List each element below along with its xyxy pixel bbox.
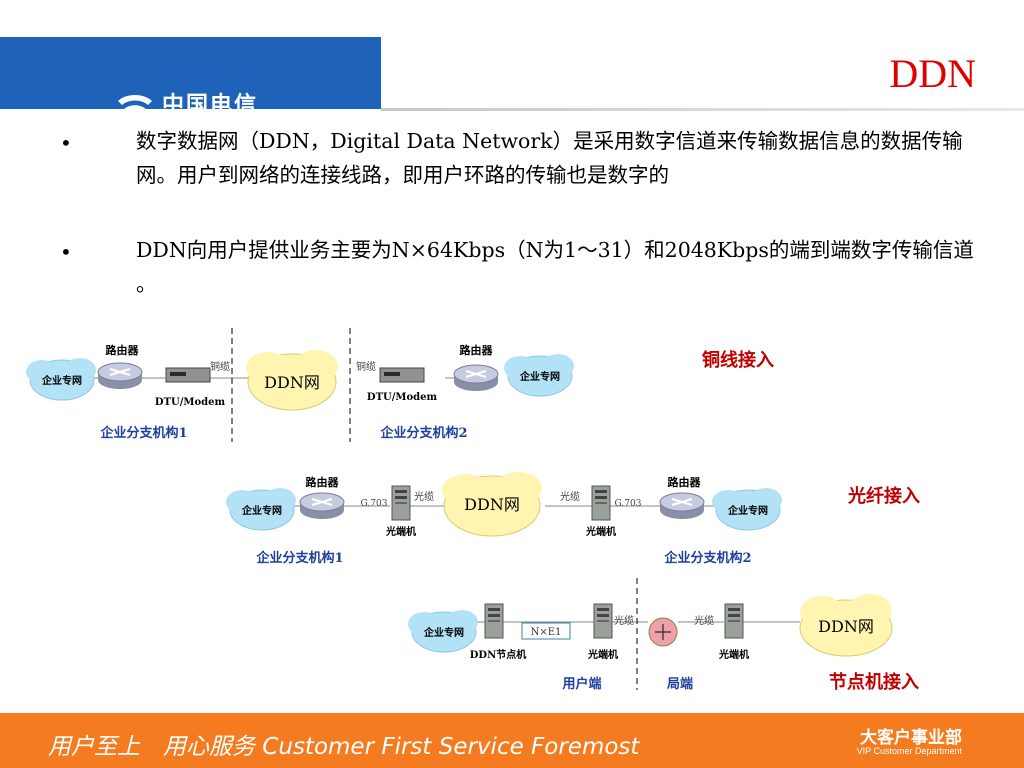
modem-icon [379, 367, 425, 383]
header-divider [381, 108, 1024, 111]
router-icon [659, 492, 705, 520]
node-label: DDN节点机 [470, 648, 526, 661]
link-label: 光缆 [694, 614, 714, 627]
enterprise-cloud: 企业专网 [226, 488, 296, 531]
optical-switch-icon [648, 617, 678, 647]
copper-access-diagram: 企业专网 路由器 DTU/Modem 铜缆 DDN网 铜缆 DTU/Modem … [26, 328, 774, 442]
logo-english-text: CHINA TELECOM [164, 117, 247, 128]
link-label: 光缆 [614, 614, 634, 627]
node-label: 光端机 [587, 648, 618, 661]
logo-chinese-text: 中国电信 [162, 93, 259, 118]
telecom-emblem-icon [118, 95, 152, 129]
enterprise-cloud: 企业专网 [712, 488, 782, 531]
node-label: 光端机 [585, 525, 616, 538]
access-diagram: 企业专网 路由器 DTU/Modem 铜缆 DDN网 铜缆 DTU/Modem … [26, 328, 920, 693]
link-label: 光缆 [560, 490, 580, 503]
node-label: 路由器 [106, 343, 140, 357]
ne1-link-box [521, 622, 571, 640]
bullet-marker: • [60, 240, 72, 264]
optical-terminal-icon [391, 485, 411, 521]
ddn-cloud: DDN网 [442, 472, 542, 537]
node-label: DDN网 [464, 495, 520, 514]
ddn-cloud: DDN网 [799, 594, 893, 657]
router-icon [299, 492, 345, 520]
fiber-access-diagram: 企业专网 路由器 G.703 光端机 光缆 DDN网 光缆 光端机 G.703 … [226, 472, 920, 566]
link-label: N×E1 [531, 627, 562, 638]
footer-slogan: 用户至上 用心服务 Customer First Service Foremos… [48, 734, 640, 760]
node-label: 企业专网 [241, 504, 282, 517]
side-label: 用户端 [561, 676, 601, 692]
branch-label: 企业分支机构1 [255, 550, 343, 566]
optical-terminal-icon [593, 603, 613, 639]
optical-terminal-icon [591, 485, 611, 521]
node-label: 企业专网 [727, 504, 768, 517]
node-label: DTU/Modem [155, 397, 226, 408]
copper-access-caption: 铜线接入 [702, 349, 774, 371]
optical-terminal-icon [724, 603, 744, 639]
link-label: G.703 [361, 499, 388, 509]
node-label: 光端机 [718, 648, 749, 661]
node-label: DTU/Modem [367, 392, 438, 403]
node-label: 路由器 [306, 475, 340, 489]
node-label: 企业专网 [519, 370, 560, 383]
node-label: DDN网 [264, 373, 320, 392]
router-icon [453, 364, 499, 392]
node-access-caption: 节点机接入 [829, 671, 919, 693]
enterprise-cloud: 企业专网 [26, 358, 96, 401]
link-label: 铜缆 [356, 360, 376, 373]
china-telecom-logo: 中国电信 CHINA TELECOM [112, 87, 282, 135]
bullet-marker: • [60, 131, 72, 155]
node-label: 企业专网 [41, 374, 82, 387]
footer-band: 用户至上 用心服务 Customer First Service Foremos… [0, 713, 1024, 768]
enterprise-cloud: 企业专网 [504, 354, 574, 397]
ddn-cloud: DDN网 [246, 350, 338, 411]
slide-title: DDN [889, 51, 976, 96]
link-label: G.703 [615, 499, 642, 509]
node-label: 企业专网 [423, 626, 464, 639]
footer-department-en: VIP Customer Department [856, 746, 962, 756]
node-label: 路由器 [460, 343, 494, 357]
modem-icon [165, 367, 211, 383]
bullet-text: 数字数据网（DDN，Digital Data Network）是采用数字信道来传… [136, 129, 963, 187]
link-label: 光缆 [414, 490, 434, 503]
header-band: 中国电信 CHINA TELECOM [0, 37, 381, 129]
node-label: 光端机 [385, 525, 416, 538]
side-label: 局端 [667, 676, 693, 692]
node-access-diagram: 企业专网 DDN节点机 N×E1 光端机 光缆 光缆 光端机 DDN网 用户端 … [408, 578, 919, 693]
bullet-text: DDN向用户提供业务主要为N×64Kbps（N为1～31）和2048Kbps的端… [136, 238, 974, 296]
branch-label: 企业分支机构2 [379, 425, 467, 441]
ddn-node-machine-icon [484, 603, 504, 639]
router-icon [97, 362, 143, 390]
enterprise-cloud: 企业专网 [408, 610, 478, 653]
link-label: 铜缆 [210, 360, 230, 373]
branch-label: 企业分支机构2 [663, 550, 751, 566]
node-label: 路由器 [668, 475, 702, 489]
fiber-access-caption: 光纤接入 [847, 485, 920, 507]
branch-label: 企业分支机构1 [99, 425, 187, 441]
footer-department: 大客户事业部 [860, 728, 962, 748]
node-label: DDN网 [818, 617, 874, 636]
